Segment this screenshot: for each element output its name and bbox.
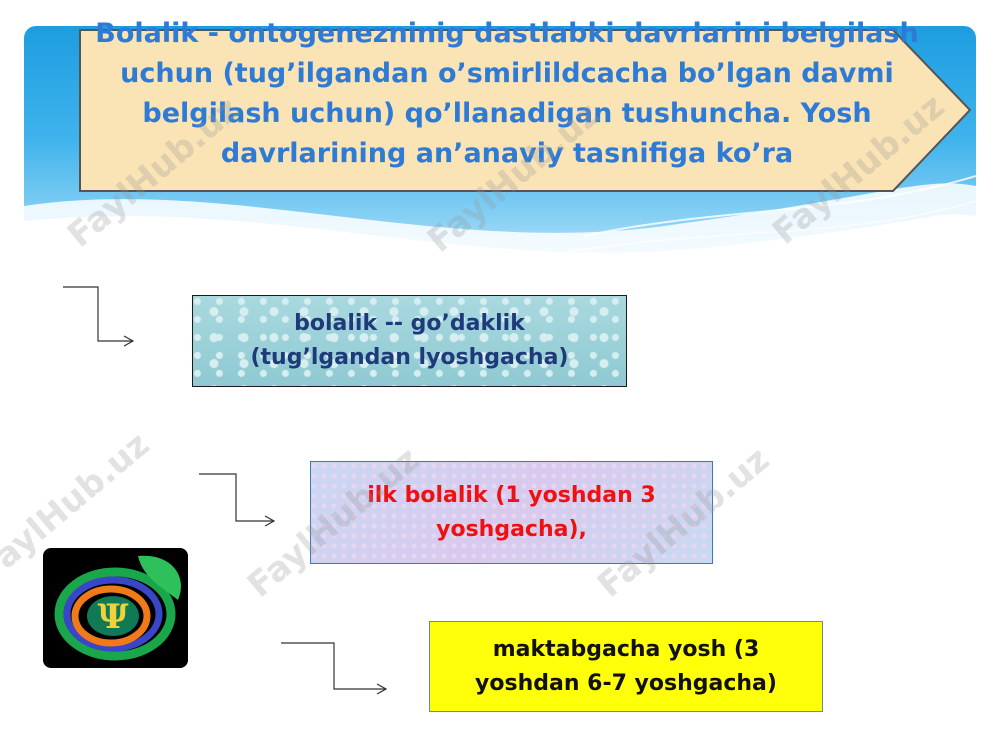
- psychology-logo: Ψ: [43, 548, 188, 668]
- box-early-childhood-text: ilk bolalik (1 yoshdan 3 yoshgacha),: [367, 482, 656, 542]
- psi-icon: Ψ: [54, 555, 182, 661]
- box-infancy: bolalik -- go’daklik (tug’lgandan lyoshg…: [192, 295, 627, 387]
- box-early-childhood: ilk bolalik (1 yoshdan 3 yoshgacha),: [310, 461, 713, 564]
- page-title: Bolalik - ontogenezninig dastlabki davrl…: [95, 18, 919, 169]
- title-arrow-shape: [78, 28, 973, 193]
- box-preschool: maktabgacha yosh (3 yoshdan 6-7 yoshgach…: [429, 621, 823, 712]
- connector-arrow-1: [63, 286, 135, 347]
- wave-decoration: [24, 175, 976, 276]
- connector-arrow-2: [199, 473, 276, 527]
- box-preschool-text: maktabgacha yosh (3 yoshdan 6-7 yoshgach…: [475, 636, 777, 696]
- connector-arrow-3: [281, 642, 388, 695]
- box-infancy-text: bolalik -- go’daklik (tug’lgandan lyoshg…: [250, 311, 569, 370]
- svg-text:Ψ: Ψ: [97, 597, 128, 637]
